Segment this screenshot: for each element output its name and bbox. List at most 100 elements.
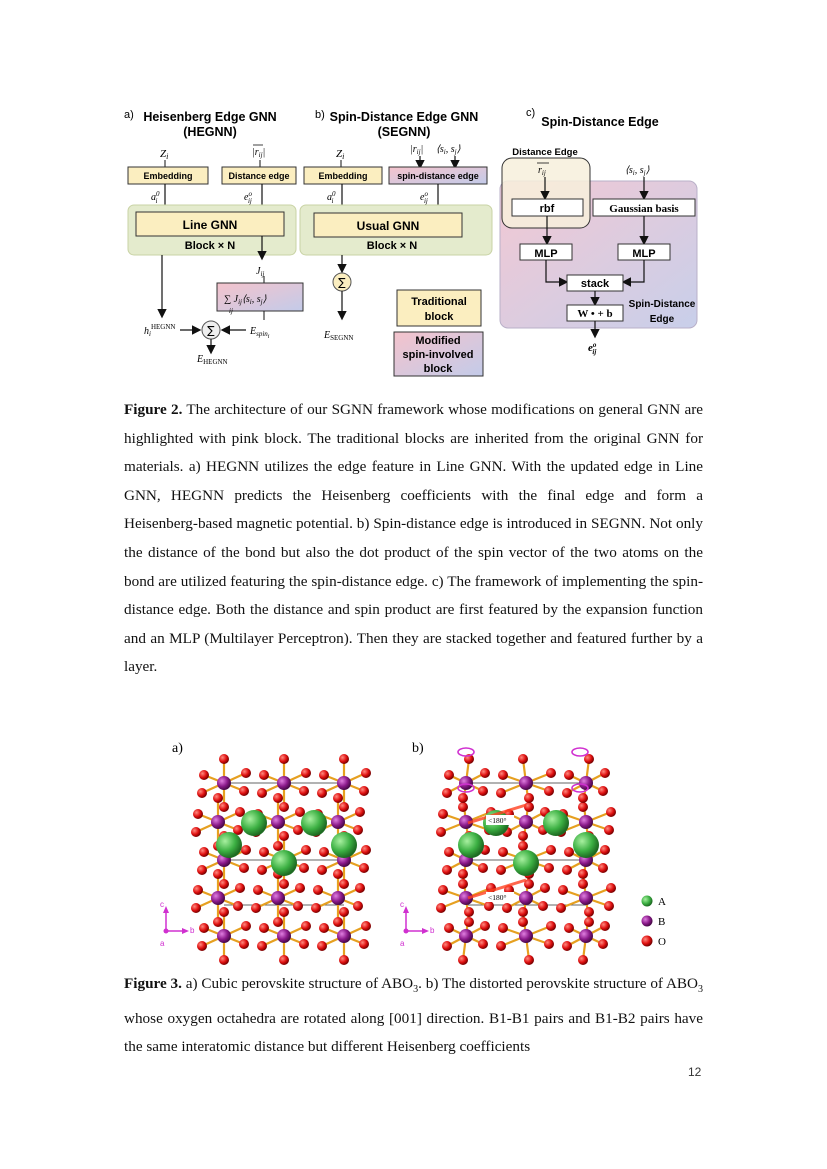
fig3-panel-a — [191, 754, 371, 965]
fig2-c-mlp-left-label: MLP — [534, 248, 557, 260]
figure-3-caption: Figure 3. a) Cubic perovskite structure … — [124, 970, 703, 1062]
fig2-c-rbf-label: rbf — [540, 203, 555, 215]
fig3-b-axis-a-label: a — [400, 939, 405, 948]
fig3-b-b-atom — [579, 929, 593, 943]
fig3-a-axis-c-label: c — [160, 900, 164, 909]
fig3-a-b-atom — [211, 891, 225, 905]
fig3-a-axes-indicator: c a b — [160, 900, 195, 948]
figure-2-label: Figure 2. — [124, 401, 183, 418]
fig3-b-a-atom — [513, 850, 539, 876]
fig3-a-b-atom — [331, 891, 345, 905]
fig2-b-zi: Zi — [336, 148, 344, 161]
fig2-a-title-line2: (HEGNN) — [183, 125, 236, 139]
fig2-a-zi: Zi — [160, 148, 168, 161]
fig2-a-e-spin: Espini — [249, 326, 270, 340]
fig3-b-b-atom — [579, 776, 593, 790]
fig2-a-e-hegnn: EHEGNN — [196, 354, 228, 366]
fig2-b-usual-gnn-label: Usual GNN — [357, 219, 420, 233]
fig3-legend-o-label: O — [658, 936, 666, 948]
fig2-b-e-segnn: ESEGNN — [323, 330, 353, 342]
fig2-c-spin-distance-edge-line1: Spin-Distance — [629, 299, 696, 310]
fig3-a-letter: a) — [172, 741, 183, 756]
fig2-legend-modified-line2: spin-involved — [403, 349, 474, 361]
fig3-a-axis-a-label: a — [160, 939, 165, 948]
fig2-b-embedding-box — [303, 166, 383, 185]
fig2-a-block-n: Block × N — [185, 240, 235, 252]
fig3-a-a-atom — [271, 850, 297, 876]
fig3-legend-o-swatch — [641, 935, 653, 947]
fig3-b-b-atom — [579, 815, 593, 829]
fig3-a-axis-b-label: b — [190, 926, 195, 935]
figure-2-caption: Figure 2. The architecture of our SGNN f… — [124, 396, 703, 682]
fig3-a-b-atom — [277, 929, 291, 943]
fig2-a-line-gnn-label: Line GNN — [183, 218, 238, 232]
fig2-b-rij: |rij| — [410, 144, 423, 156]
fig3-b-a-atom — [483, 810, 509, 836]
fig2-a-jij: Jij — [256, 266, 264, 278]
fig2-b-sum-symbol: ∑ — [338, 276, 346, 289]
fig2-a-embedding-label: Embedding — [144, 171, 193, 181]
fig3-b-b-atom — [519, 853, 533, 867]
fig2-legend-traditional-line1: Traditional — [411, 296, 467, 308]
fig3-angle-label-2: <180° — [488, 893, 506, 902]
page-number: 12 — [688, 1065, 702, 1079]
fig3-a-b-atom — [217, 776, 231, 790]
fig2-c-title: Spin-Distance Edge — [541, 115, 658, 129]
fig2-a-rij: |rij| — [252, 147, 265, 159]
fig3-a-b-atom — [337, 776, 351, 790]
fig2-legend-modified-line1: Modified — [415, 335, 460, 347]
fig3-a-b-atom — [271, 891, 285, 905]
fig3-b-b-atom — [459, 929, 473, 943]
fig2-b-spin-product: ⟨si, sj⟩ — [436, 144, 461, 156]
fig3-b-rotation-arrow — [571, 747, 589, 757]
fig3-legend: A B O — [641, 895, 666, 948]
fig3-b-rotation-arrow — [571, 783, 589, 793]
fig3-b-highlight-bond — [467, 803, 527, 825]
figure-3-caption-sub1: 3 — [413, 984, 419, 996]
fig2-b-embedding-label: Embedding — [319, 171, 368, 181]
fig2-legend-modified-box — [393, 331, 484, 377]
fig2-b-title-line2: (SEGNN) — [378, 125, 431, 139]
fig3-b-b-atom — [459, 815, 473, 829]
fig3-b-highlight-bond — [467, 878, 527, 900]
fig2-legend-modified-line3: block — [424, 363, 454, 375]
fig2-b-usual-gnn-box — [313, 212, 463, 238]
fig2-a-distance-edge-box — [221, 166, 297, 185]
fig2-c-stack-label: stack — [581, 278, 610, 290]
fig3-panel-b — [436, 747, 616, 965]
fig3-b-b-atom — [519, 815, 533, 829]
fig3-a-b-atom — [277, 853, 291, 867]
fig3-b-atoms — [436, 754, 616, 965]
fig2-a-line-gnn-box — [135, 211, 285, 237]
figure-3-caption-sub2: 3 — [698, 984, 704, 996]
fig2-a-letter: a) — [124, 109, 134, 121]
fig2-a-h-hegnn: hiHEGNN — [144, 323, 175, 338]
fig3-angle-label-2-bg — [486, 892, 514, 902]
figure-3-caption-line2-tail: whose oxygen octahedra are rotated along… — [124, 1009, 591, 1027]
fig3-legend-b-swatch — [641, 915, 653, 927]
fig3-b-b-atom — [459, 891, 473, 905]
fig3-b-b-atom — [459, 776, 473, 790]
fig3-a-a-atom — [331, 832, 357, 858]
fig2-a-embedding-box — [127, 166, 209, 185]
figure-3-caption-line3: B1-B2 pairs have the same interatomic di… — [124, 1009, 703, 1056]
figure-2-caption-text: The architecture of our SGNN framework w… — [124, 401, 703, 676]
fig3-a-b-atom — [337, 853, 351, 867]
fig3-a-a-atom — [241, 810, 267, 836]
fig2-c-rij: rij — [538, 165, 546, 177]
fig2-a-title-line1: Heisenberg Edge GNN — [143, 110, 276, 124]
fig2-a-heisenberg-sum: ∑ Jij⟨si, sj⟩ — [224, 294, 267, 306]
fig3-b-letter: b) — [412, 741, 424, 756]
fig2-b-letter: b) — [315, 109, 325, 121]
fig2-c-distance-edge-title: Distance Edge — [512, 147, 577, 158]
fig2-a-heisenberg-sum-box — [216, 282, 304, 312]
fig3-a-a-atom — [301, 810, 327, 836]
fig2-b-title-line1: Spin-Distance Edge GNN — [330, 110, 479, 124]
fig3-b-axis-c-label: c — [400, 900, 404, 909]
fig3-a-b-atom — [217, 929, 231, 943]
fig3-b-b-atom — [459, 853, 473, 867]
fig3-angle-label-1-bg — [486, 815, 514, 825]
fig2-c-gaussian-basis-label: Gaussian basis — [609, 203, 679, 215]
